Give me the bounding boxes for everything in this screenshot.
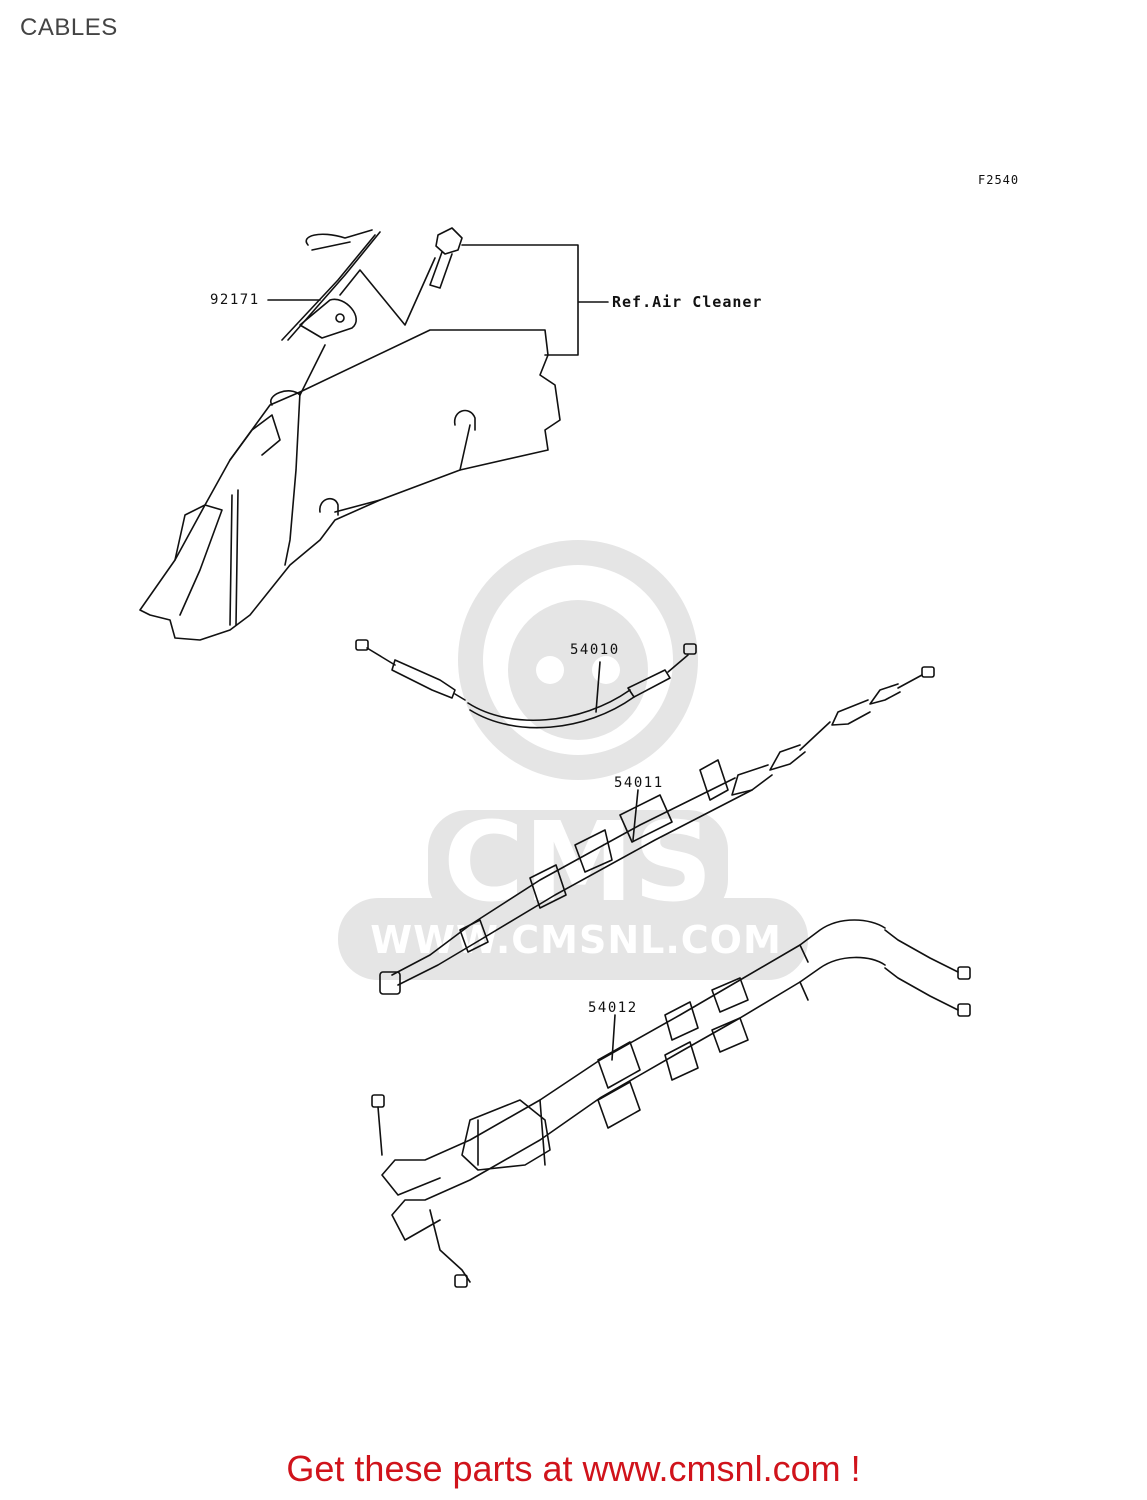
watermark-url: WWW.CMSNL.COM [370, 918, 782, 962]
cable-54012 [371, 919, 971, 1288]
bolt [429, 227, 463, 289]
ref-air-cleaner-label: Ref.Air Cleaner [612, 293, 763, 311]
part-number-54011[interactable]: 54011 [614, 775, 664, 791]
page-title: CABLES [20, 14, 118, 41]
part-number-92171[interactable]: 92171 [210, 292, 260, 308]
cta-link[interactable]: Get these parts at www.cmsnl.com ! [286, 1448, 861, 1489]
air-cleaner-housing [139, 329, 561, 641]
diagram-code: F2540 [978, 173, 1020, 187]
part-number-54012[interactable]: 54012 [588, 1000, 638, 1016]
clamp-92171 [281, 229, 436, 396]
part-number-54010[interactable]: 54010 [570, 642, 620, 658]
cable-54011 [379, 666, 935, 995]
cable-54010 [355, 639, 697, 729]
